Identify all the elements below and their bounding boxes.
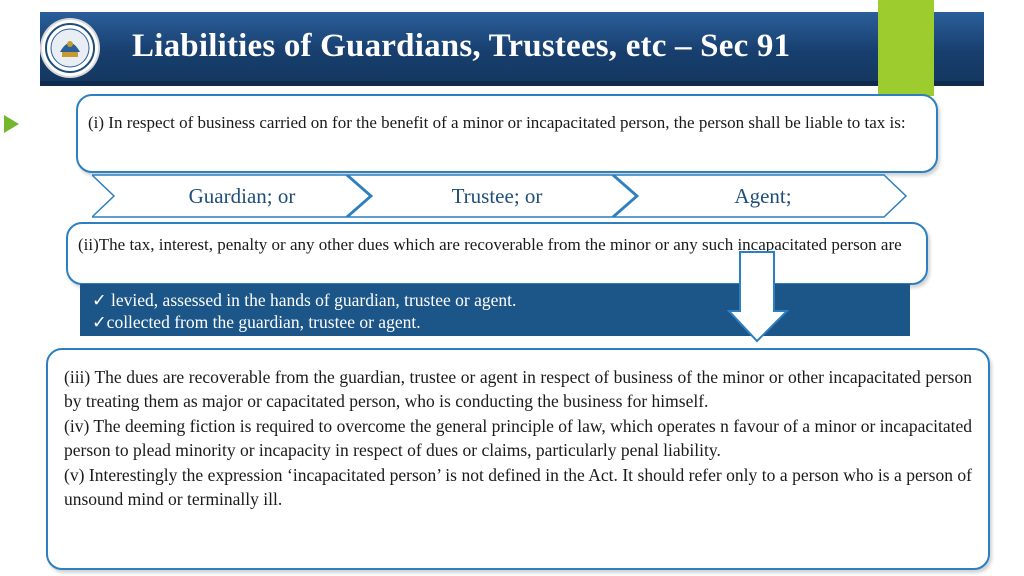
play-marker-icon [4,115,19,133]
deeming-fiction-body: (iii) The dues are recoverable from the … [64,365,972,511]
page-title: Liabilities of Guardians, Trustees, etc … [132,28,791,64]
accent-bar [878,0,934,96]
checkmark-icon: ✓ [92,290,112,310]
institute-emblem-icon [42,20,98,76]
liability-intro-box: (i) In respect of business carried on fo… [76,94,938,173]
header-bar [40,12,984,86]
down-arrow-icon [727,251,789,343]
check-item-collected: ✓collected from the guardian, trustee or… [92,312,421,332]
chevron-shape-trustee [346,174,638,218]
chevron-shape-agent [612,174,908,218]
recoverable-dues-box: (ii)The tax, interest, penalty or any ot… [66,222,928,285]
chevron-guardian: Guardian; or [188,184,296,208]
paragraph-iv: (iv) The deeming fiction is required to … [64,415,972,461]
chevron-process: Guardian; or Trustee; or Agent; [92,174,908,218]
checkmark-icon: ✓ [92,312,107,332]
chevron-shape-guardian [92,174,372,218]
paragraph-iii: (iii) The dues are recoverable from the … [64,367,972,412]
liability-intro-text: (i) In respect of business carried on fo… [88,113,906,132]
deeming-fiction-box: (iii) The dues are recoverable from the … [46,348,990,570]
chevron-trustee: Trustee; or [451,184,543,208]
chevron-shapes [92,174,908,218]
recoverable-dues-text: (ii)The tax, interest, penalty or any ot… [78,235,902,254]
check-item-levied: ✓ levied, assessed in the hands of guard… [92,290,517,310]
chevron-agent: Agent; [734,184,792,208]
paragraph-v: (v) Interestingly the expression ‘incapa… [64,464,972,510]
